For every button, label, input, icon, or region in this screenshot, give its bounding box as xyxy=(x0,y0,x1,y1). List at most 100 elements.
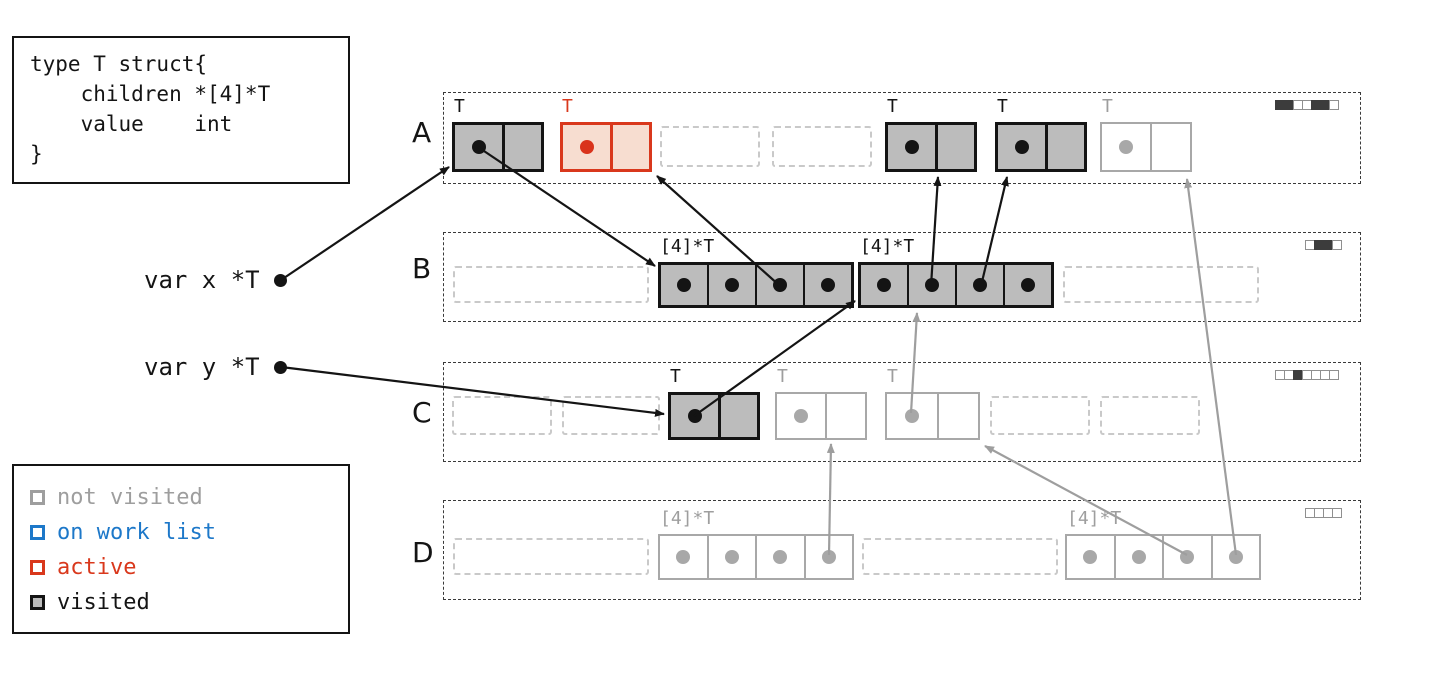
type-label: T xyxy=(1102,96,1113,117)
pointer-dot xyxy=(687,409,702,423)
legend-items: not visited on work list active visited xyxy=(30,480,348,620)
children-pointer-field xyxy=(888,125,939,169)
pointer-dot xyxy=(973,278,987,292)
legend-item-not-visited: not visited xyxy=(30,480,348,515)
array-element xyxy=(805,265,851,305)
meter-square xyxy=(1329,370,1339,380)
row-meter-C xyxy=(1275,370,1339,380)
array-element xyxy=(861,265,909,305)
pointer-dot xyxy=(773,278,787,292)
pointer-dot xyxy=(1180,550,1195,564)
object-A6 xyxy=(995,122,1087,172)
value-field xyxy=(505,125,541,169)
pointer-dot xyxy=(1083,550,1098,564)
object-C3 xyxy=(668,392,760,440)
children-pointer-field xyxy=(563,125,614,169)
object-A5 xyxy=(885,122,977,172)
value-field xyxy=(721,395,757,437)
free-slot xyxy=(660,126,760,167)
object-A2 xyxy=(560,122,652,172)
root-var-y-label: var y *T xyxy=(144,353,260,381)
free-slot xyxy=(452,396,552,435)
array-element xyxy=(660,536,709,578)
row-meter-D xyxy=(1305,508,1342,518)
children-pointer-field xyxy=(777,394,828,438)
pointer-dot xyxy=(821,278,835,292)
children-pointer-field xyxy=(998,125,1049,169)
type-label: T xyxy=(997,96,1008,117)
pointer-dot xyxy=(904,140,919,154)
object-A7 xyxy=(1100,122,1192,172)
legend-item-visited: visited xyxy=(30,585,348,620)
array-element xyxy=(1067,536,1116,578)
array-element xyxy=(709,536,757,578)
pointer-dot xyxy=(725,278,739,292)
type-label: [4]*T xyxy=(1067,508,1122,529)
pointer-dot xyxy=(677,278,691,292)
pointer-array-B3 xyxy=(858,262,1054,308)
free-slot xyxy=(562,396,660,435)
meter-square xyxy=(1332,508,1342,518)
root-var-x-dot xyxy=(273,273,287,287)
free-slot xyxy=(453,266,649,303)
root-var-y-dot xyxy=(273,360,287,374)
heap-row-D xyxy=(443,500,1361,600)
object-C4 xyxy=(775,392,867,440)
array-element xyxy=(1164,536,1213,578)
pointer-dot xyxy=(877,278,891,292)
pointer-dot xyxy=(905,409,920,423)
pointer-dot xyxy=(925,278,939,292)
array-element xyxy=(1213,536,1260,578)
pointer-dot xyxy=(1228,550,1243,564)
array-element xyxy=(661,265,709,305)
root-var-x-label: var x *T xyxy=(144,266,260,294)
row-label-A: A xyxy=(412,116,432,149)
row-label-D: D xyxy=(412,536,434,569)
legend-swatch-icon xyxy=(30,490,45,505)
free-slot xyxy=(1063,266,1259,303)
heap-row-A xyxy=(443,92,1361,184)
pointer-array-D4 xyxy=(1065,534,1261,580)
meter-square xyxy=(1332,240,1342,250)
array-element xyxy=(757,536,806,578)
legend-swatch-icon xyxy=(30,525,45,540)
pointer-dot xyxy=(794,409,809,423)
array-element xyxy=(1116,536,1164,578)
object-A1 xyxy=(452,122,544,172)
type-definition-code: type T struct{ children *[4]*T value int… xyxy=(30,52,271,166)
pointer-array-B2 xyxy=(658,262,854,308)
row-meter-B xyxy=(1305,240,1342,250)
type-definition-box: type T struct{ children *[4]*T value int… xyxy=(12,36,350,184)
children-pointer-field xyxy=(887,394,940,438)
row-meter-A xyxy=(1275,100,1339,110)
pointer-dot xyxy=(676,550,691,564)
array-element xyxy=(757,265,805,305)
type-label: [4]*T xyxy=(660,508,715,529)
value-field xyxy=(1152,124,1190,170)
value-field xyxy=(1048,125,1084,169)
legend-label: active xyxy=(57,555,137,580)
legend-label: not visited xyxy=(57,485,203,510)
legend: not visited on work list active visited xyxy=(12,464,350,634)
pointer-dot xyxy=(773,550,788,564)
pointer-array-D2 xyxy=(658,534,854,580)
legend-label: on work list xyxy=(57,520,216,545)
type-label: T xyxy=(670,366,681,387)
row-label-B: B xyxy=(412,252,432,285)
type-label: T xyxy=(454,96,465,117)
pointer-dot xyxy=(1131,550,1146,564)
pointer-dot xyxy=(1021,278,1035,292)
pointer-dot xyxy=(1014,140,1029,154)
children-pointer-field xyxy=(1102,124,1153,170)
array-element xyxy=(909,265,957,305)
pointer-dot xyxy=(471,140,486,154)
legend-swatch-icon xyxy=(30,560,45,575)
children-pointer-field xyxy=(671,395,722,437)
legend-label: visited xyxy=(57,590,150,615)
type-label: [4]*T xyxy=(660,236,715,257)
free-slot xyxy=(453,538,649,575)
type-label: T xyxy=(562,96,573,117)
free-slot xyxy=(990,396,1090,435)
value-field xyxy=(939,394,978,438)
legend-item-active: active xyxy=(30,550,348,585)
